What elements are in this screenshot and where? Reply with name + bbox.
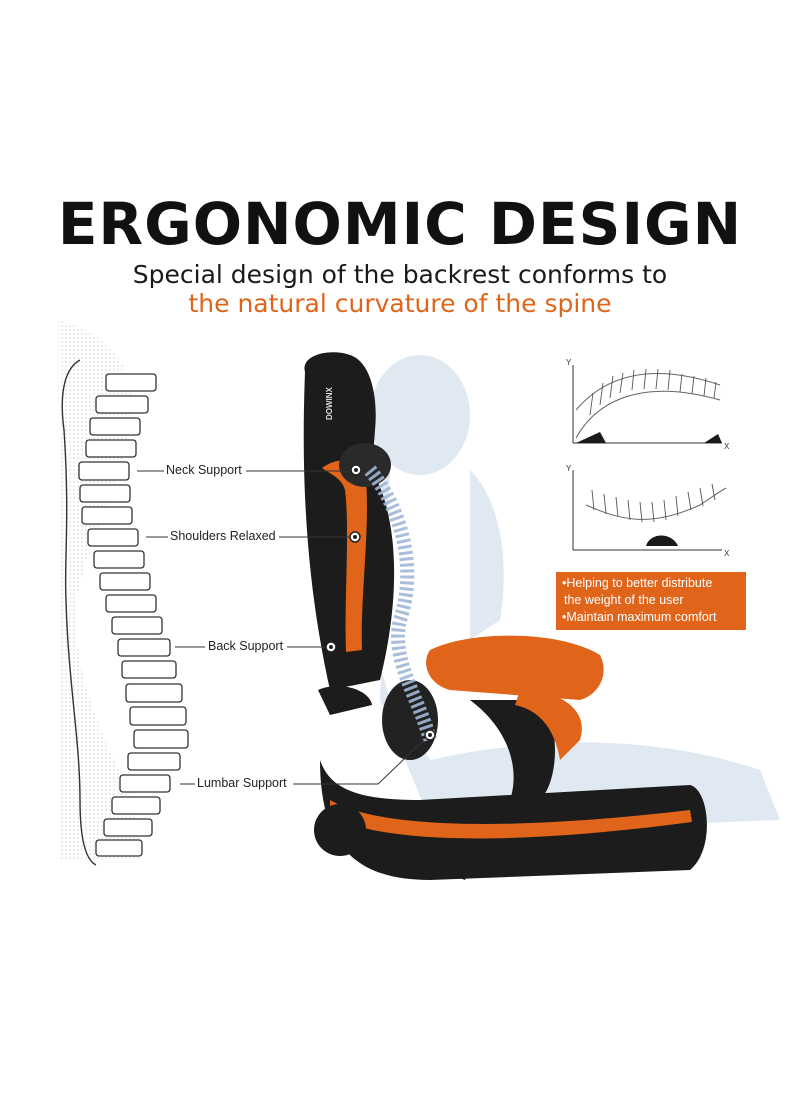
subtitle-line-2: the natural curvature of the spine <box>188 289 612 318</box>
bottom-diagram-x-label: X <box>724 549 730 558</box>
benefit-line: •Maintain maximum comfort <box>562 610 717 624</box>
benefits-box: •Helping to better distribute the weight… <box>556 572 746 630</box>
chair-brand-logo: DOWINX <box>325 386 334 420</box>
top-diagram-x-label: X <box>724 442 730 451</box>
subtitle-line-1: Special design of the backrest conforms … <box>132 260 668 289</box>
lumbar-support-label: Lumbar Support <box>197 776 287 790</box>
neck-support-label: Neck Support <box>166 463 242 477</box>
arched-spine-diagram <box>572 365 722 444</box>
supported-spine-diagram <box>572 470 727 551</box>
shoulders-relaxed-label: Shoulders Relaxed <box>170 529 276 543</box>
bottom-diagram-y-label: Y <box>566 464 572 473</box>
top-diagram-y-label: Y <box>566 358 572 367</box>
benefit-line: •Helping to better distribute <box>562 576 713 590</box>
page-title: ERGONOMIC DESIGN <box>57 190 743 258</box>
benefit-line: the weight of the user <box>564 593 684 607</box>
back-support-label: Back Support <box>208 639 284 653</box>
